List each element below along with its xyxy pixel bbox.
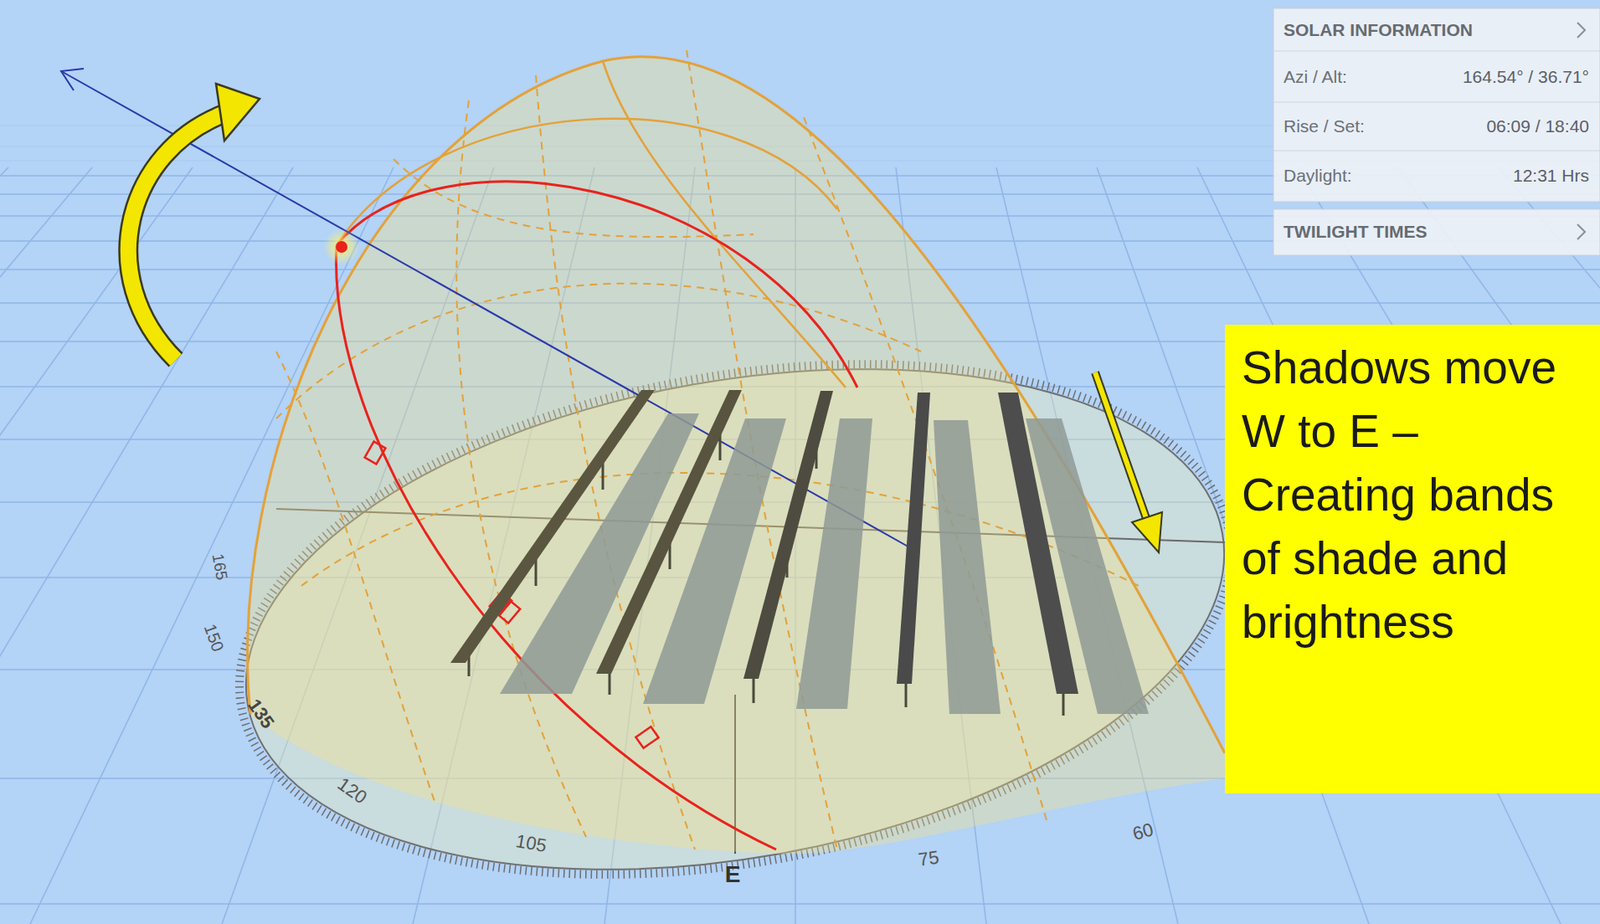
- compass-direction: E: [725, 860, 741, 890]
- info-panel: [1273, 8, 1600, 256]
- dome-grid: [276, 50, 1139, 850]
- dome-outline: [602, 61, 846, 388]
- compass-degree: 150: [200, 621, 229, 655]
- dome-outline: [336, 118, 838, 246]
- panel-supports: [468, 427, 1064, 716]
- callout-box: Shadows move W to E – Creating bands of …: [1224, 324, 1600, 794]
- sun-glow: [323, 228, 361, 266]
- panel-heading: TWILIGHT TIMES: [1283, 221, 1427, 242]
- sun-ray-head: [61, 68, 84, 91]
- solar-panels: [450, 390, 1079, 695]
- compass-degree: 60: [1130, 818, 1156, 846]
- compass-degree: 75: [916, 846, 941, 872]
- table-cell: Rise / Set:: [1283, 115, 1365, 137]
- panel-heading: SOLAR INFORMATION: [1283, 19, 1473, 41]
- table-cell: 12:31 Hrs: [1512, 164, 1590, 186]
- table-cell: 164.54° / 36.71°: [1462, 66, 1590, 88]
- table-cell: Daylight:: [1283, 164, 1353, 186]
- daily-sun-path: [336, 181, 858, 388]
- table-cell: 06:09 / 18:40: [1486, 115, 1590, 137]
- sun-motion-arrow: [128, 83, 260, 361]
- shadow-motion-arrow: [1095, 372, 1163, 553]
- table-cell: Azi / Alt:: [1283, 66, 1348, 88]
- dome-outline: [247, 56, 1225, 754]
- sun: [335, 241, 348, 253]
- compass-degree: 165: [207, 551, 232, 582]
- sun-path-dome: [247, 56, 1225, 855]
- callout-text: Shadows move W to E – Creating bands of …: [1241, 336, 1587, 654]
- sun-ray: [61, 71, 919, 553]
